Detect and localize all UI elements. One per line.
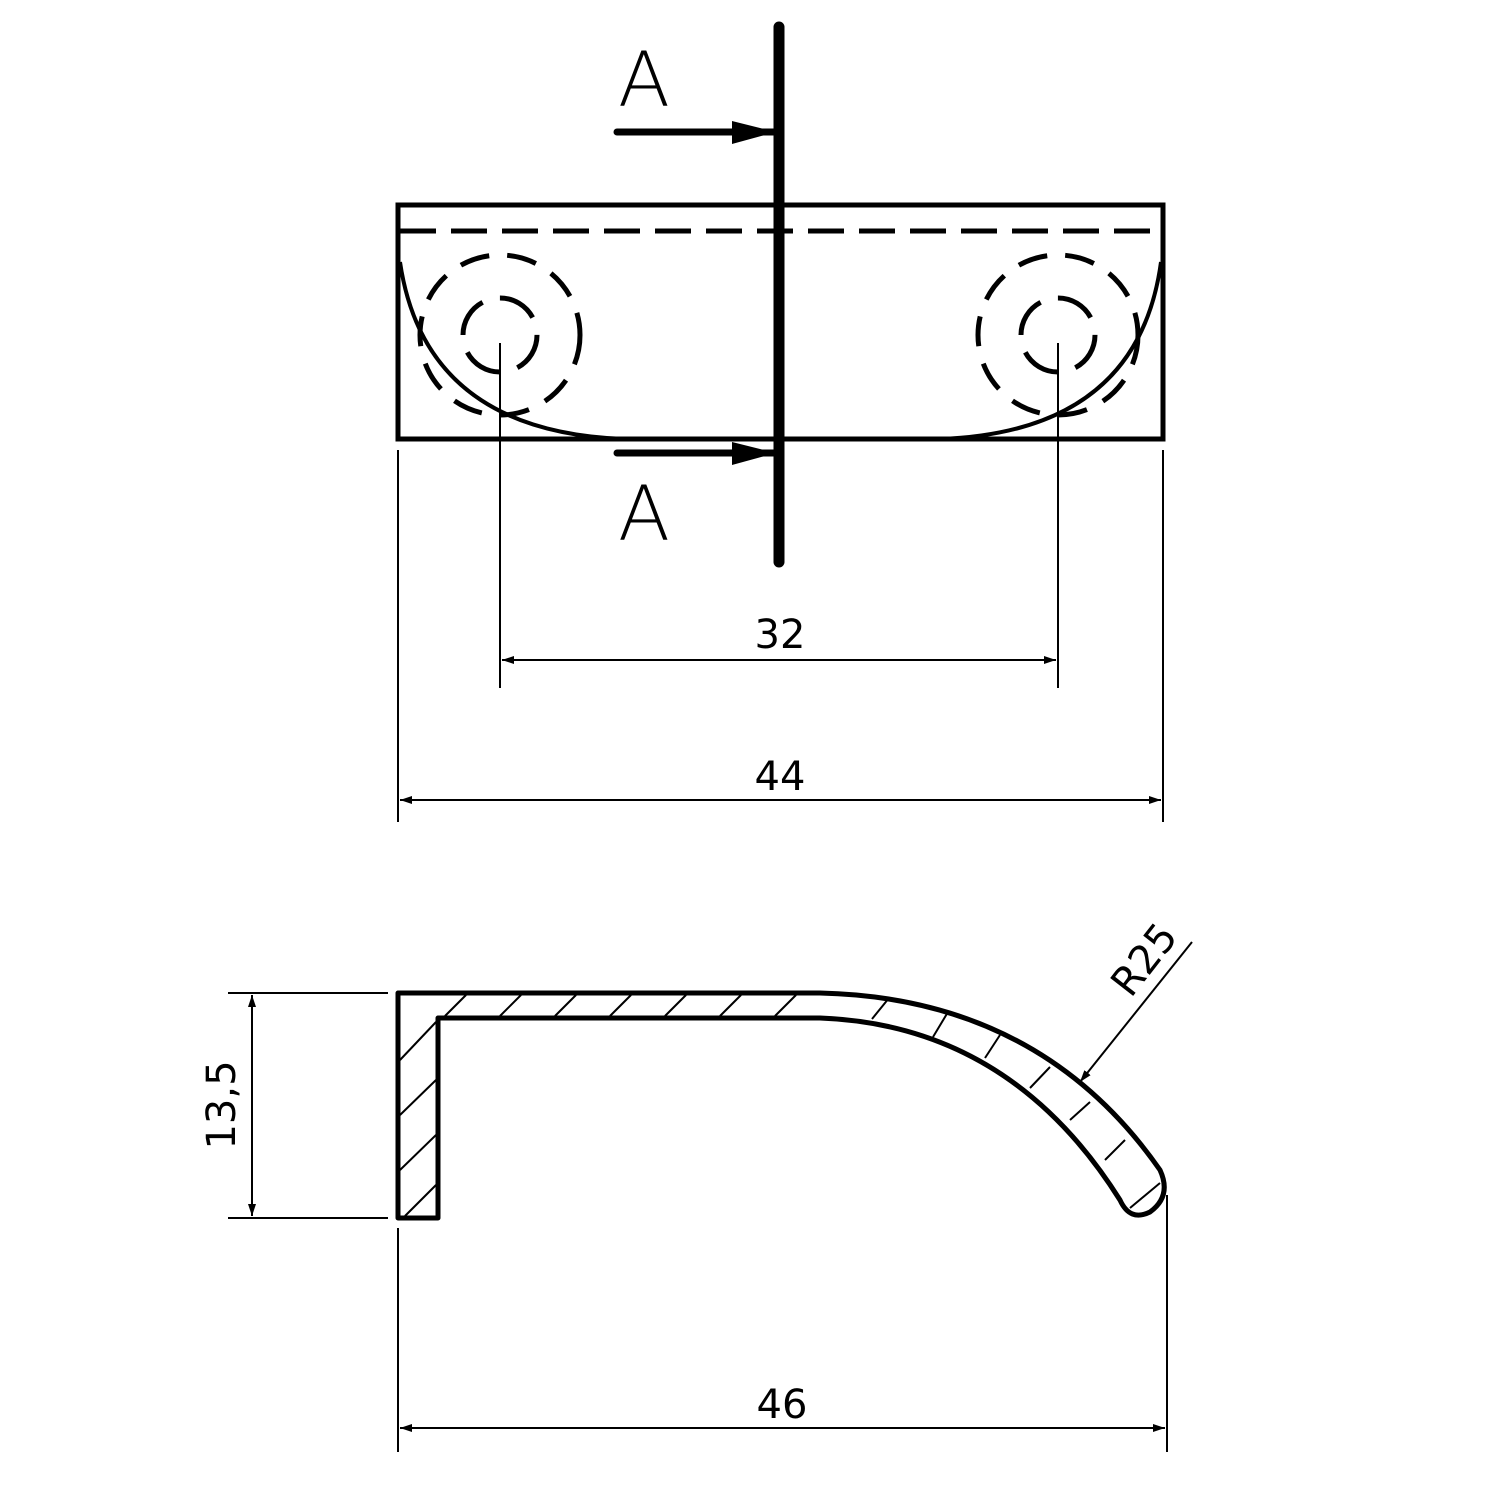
radius-leader xyxy=(1079,941,1193,1083)
hatch-line xyxy=(399,1079,437,1116)
dimension-text-46: 46 xyxy=(757,1382,808,1428)
hatch-line xyxy=(404,1184,437,1217)
hatch-line xyxy=(399,1021,437,1061)
section-hatching xyxy=(399,994,1161,1217)
hatch-line xyxy=(1069,1101,1091,1121)
section-arrowhead-bottom xyxy=(732,442,776,465)
hatch-line xyxy=(554,994,577,1017)
hatch-line xyxy=(932,1011,949,1038)
section-view xyxy=(395,990,1167,1221)
dimension-13-5 xyxy=(228,992,388,1219)
dimension-text-32: 32 xyxy=(755,612,806,658)
hatch-line xyxy=(399,1134,437,1171)
section-label-top: A xyxy=(618,35,670,124)
section-profile xyxy=(395,990,1167,1221)
dimension-46 xyxy=(397,1195,1168,1452)
hatch-line xyxy=(984,1034,1001,1059)
hatch-line xyxy=(1129,1182,1161,1209)
hatch-line xyxy=(444,994,467,1017)
dimension-text-13-5: 13,5 xyxy=(199,1060,245,1149)
section-arrowhead-top xyxy=(732,121,776,144)
hatch-line xyxy=(664,994,687,1017)
radius-text: R25 xyxy=(1102,915,1187,1005)
hatch-line xyxy=(719,994,742,1017)
section-line-a xyxy=(613,21,785,568)
section-label-bottom: A xyxy=(618,469,670,558)
hatch-line xyxy=(609,994,632,1017)
radius-leader-line xyxy=(1079,941,1193,1083)
hatch-line xyxy=(774,994,797,1017)
hatch-line xyxy=(871,997,890,1020)
dimension-text-44: 44 xyxy=(755,754,806,800)
hatch-line xyxy=(1029,1066,1051,1089)
dimension-44 xyxy=(397,450,1164,822)
hatch-line xyxy=(499,994,522,1017)
hatch-line xyxy=(1104,1139,1126,1161)
